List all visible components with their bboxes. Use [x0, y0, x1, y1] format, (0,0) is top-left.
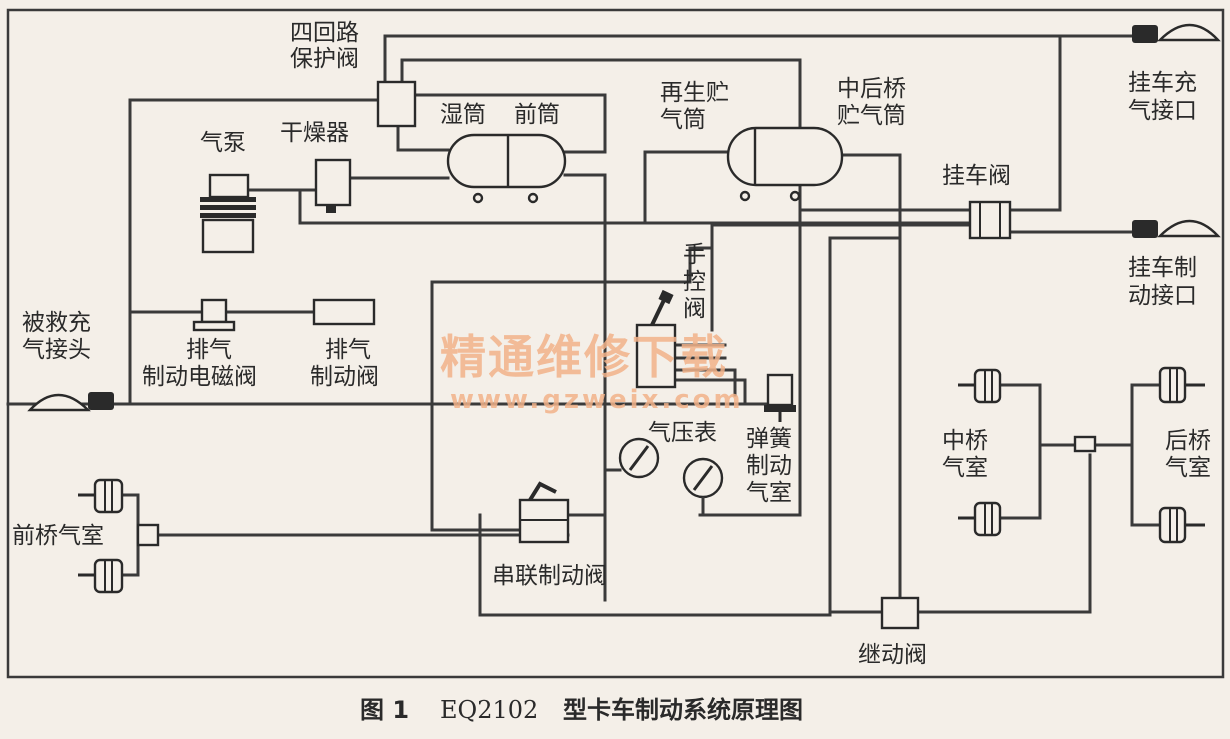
caption-figure: 图 1 — [360, 696, 409, 724]
label-trailer-charge-2: 气接口 — [1128, 98, 1197, 124]
rear-axle-chamber-upper — [1158, 366, 1205, 404]
trailer-charge-connector — [1132, 23, 1221, 43]
label-exhaust-solenoid-1: 排气 — [186, 337, 232, 363]
label-mid-axle-2: 气室 — [942, 455, 988, 481]
mid-axle-chamber-upper — [958, 368, 1002, 404]
label-rear-axle-2: 气室 — [1165, 455, 1211, 481]
label-trailer-brake-1: 挂车制 — [1128, 255, 1197, 281]
label-trailer-valve: 挂车阀 — [942, 163, 1011, 189]
label-rear-axle-1: 后桥 — [1165, 428, 1211, 454]
air-gauge-1 — [618, 437, 660, 479]
caption-title: 型卡车制动系统原理图 — [563, 696, 803, 724]
rescue-charge-connector — [27, 392, 114, 412]
exhaust-solenoid-valve — [192, 298, 236, 332]
label-mid-rear-tank-2: 贮气筒 — [837, 103, 906, 129]
label-front-axle: 前桥气室 — [12, 523, 104, 549]
dryer — [314, 158, 352, 213]
caption-model: EQ2102 — [440, 696, 538, 724]
spring-brake-chamber — [764, 373, 796, 422]
wet-front-tank — [446, 133, 567, 204]
label-exhaust-brake-2: 制动阀 — [310, 364, 379, 390]
tee-connector-rear — [1073, 435, 1097, 453]
label-wet-tank: 湿筒 — [440, 102, 486, 128]
label-mid-axle-1: 中桥 — [942, 428, 988, 454]
mid-rear-tank — [726, 126, 844, 202]
air-pump — [200, 173, 256, 254]
watermark-text: 精通维修下载 — [440, 330, 728, 384]
label-rescue-2: 气接头 — [22, 337, 91, 363]
label-four-circuit-1: 四回路 — [290, 20, 359, 46]
label-hand-valve-1: 手 — [683, 242, 706, 268]
rear-axle-chamber-lower — [1158, 506, 1205, 544]
four-circuit-valve — [376, 80, 417, 128]
label-trailer-brake-2: 动接口 — [1128, 283, 1197, 309]
tee-connector-front — [136, 523, 160, 547]
label-spring-2: 制动 — [746, 453, 792, 479]
label-regen-tank-1: 再生贮 — [660, 80, 729, 106]
trailer-brake-connector — [1132, 219, 1221, 238]
label-rescue-1: 被救充 — [22, 310, 91, 336]
label-dryer: 干燥器 — [280, 120, 349, 146]
label-air-gauge: 气压表 — [648, 420, 717, 446]
hand-control-valve — [635, 289, 677, 389]
label-four-circuit-2: 保护阀 — [290, 46, 359, 72]
label-mid-rear-tank-1: 中后桥 — [837, 76, 906, 102]
exhaust-brake-valve — [312, 298, 376, 326]
label-exhaust-brake-1: 排气 — [325, 337, 371, 363]
label-relay-valve: 继动阀 — [858, 642, 927, 668]
trailer-valve — [968, 200, 1012, 240]
front-axle-chamber-lower — [78, 558, 124, 594]
label-hand-valve-3: 阀 — [683, 296, 706, 322]
tandem-brake-valve — [518, 481, 570, 544]
watermark-url: www.gzweix.com — [450, 385, 744, 415]
label-exhaust-solenoid-2: 制动电磁阀 — [142, 364, 257, 390]
relay-valve — [880, 596, 920, 630]
label-spring-3: 气室 — [746, 480, 792, 506]
front-axle-chamber-upper — [78, 478, 124, 514]
label-regen-tank-2: 气筒 — [660, 107, 706, 133]
diagram-frame — [6, 8, 1225, 679]
label-spring-1: 弹簧 — [746, 426, 792, 452]
label-air-pump: 气泵 — [200, 130, 246, 156]
label-trailer-charge-1: 挂车充 — [1128, 70, 1197, 96]
label-front-tank: 前筒 — [514, 102, 560, 128]
mid-axle-chamber-lower — [958, 501, 1002, 537]
label-hand-valve-2: 控 — [683, 269, 706, 295]
label-tandem-valve: 串联制动阀 — [492, 563, 607, 589]
air-gauge-2 — [682, 457, 724, 515]
